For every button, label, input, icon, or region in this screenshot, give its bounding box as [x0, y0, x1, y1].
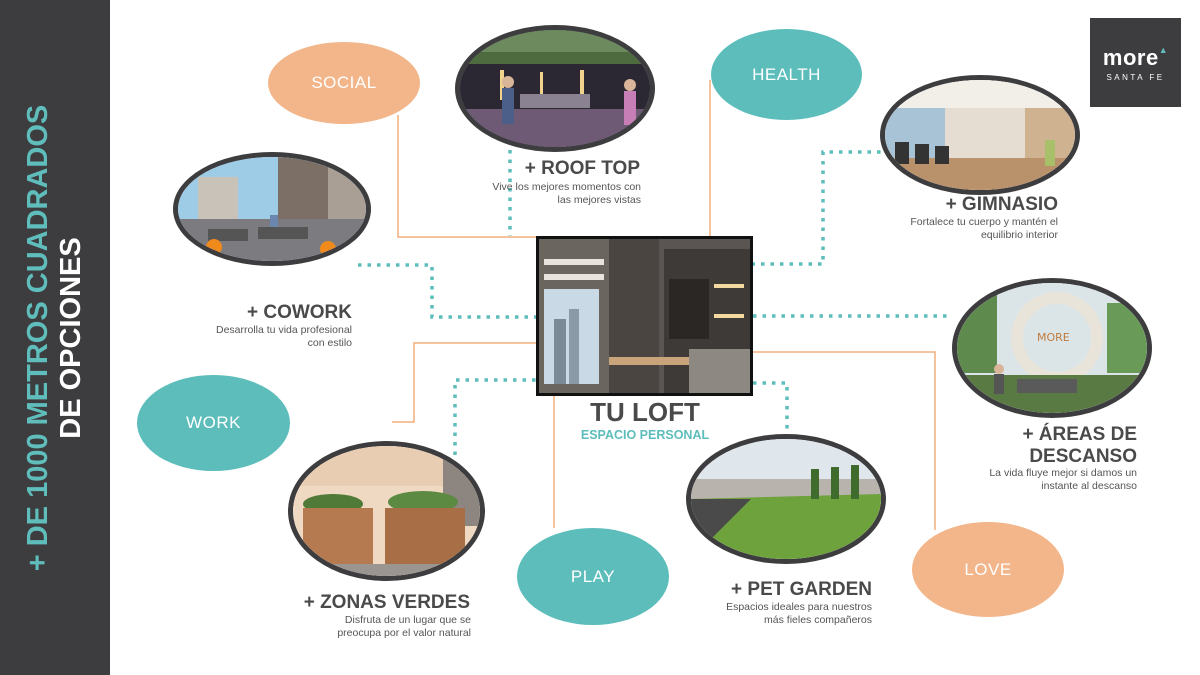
pet-garden-title: + PET GARDEN	[731, 579, 872, 600]
logo-subtitle: SANTA FE	[1106, 73, 1165, 82]
zonas-verdes-photo	[288, 441, 485, 581]
rooftop-title: + ROOF TOP	[524, 158, 640, 179]
cowork-desc-line1: Desarrolla tu vida profesional	[216, 324, 352, 336]
cowork-photo	[173, 152, 371, 266]
gimnasio-title: + GIMNASIO	[945, 194, 1058, 215]
cowork-desc-line2: con estilo	[307, 337, 352, 349]
pill-social: SOCIAL	[268, 42, 420, 124]
pill-love: LOVE	[912, 522, 1064, 617]
descanso-desc: La vida fluye mejor si damos un instante…	[960, 467, 1137, 493]
rooftop-desc-line1: Vive los mejores momentos con	[492, 181, 641, 193]
rooftop-photo	[455, 25, 655, 152]
cowork-title: + COWORK	[246, 302, 352, 323]
gimnasio-desc-line1: Fortalece tu cuerpo y mantén el	[910, 216, 1058, 228]
pill-work: WORK	[137, 375, 290, 471]
pill-play: PLAY	[517, 528, 669, 625]
descanso-desc-line1: La vida fluye mejor si damos un	[989, 467, 1137, 479]
gimnasio-desc-line2: equilibrio interior	[980, 229, 1058, 241]
descanso-title-line2: DESCANSO	[1029, 446, 1137, 467]
gimnasio-desc: Fortalece tu cuerpo y mantén el equilibr…	[880, 216, 1058, 242]
gym-photo	[880, 75, 1080, 195]
zonas-verdes-desc-line2: preocupa por el valor natural	[337, 627, 471, 639]
logo-brand-text: more	[1102, 45, 1159, 70]
zonas-verdes-title: + ZONAS VERDES	[303, 592, 470, 613]
cowork-desc: Desarrolla tu vida profesional con estil…	[180, 324, 352, 350]
pet-garden-photo	[686, 434, 886, 564]
brand-logo: more▲ SANTA FE	[1090, 18, 1181, 107]
descanso-desc-line2: instante al descanso	[1041, 480, 1137, 492]
logo-wordmark: more▲	[1090, 45, 1181, 71]
descanso-photo: MORE	[952, 278, 1152, 418]
pet-garden-desc-line1: Espacios ideales para nuestros	[726, 601, 872, 613]
sidebar-panel: + DE 1000 METROS CUADRADOS DE OPCIONES	[0, 0, 110, 675]
zonas-verdes-desc-line1: Disfruta de un lugar que se	[344, 614, 471, 626]
photo-sign: MORE	[1037, 331, 1070, 344]
loft-subtitle: ESPACIO PERSONAL	[580, 428, 710, 442]
loft-photo	[536, 236, 753, 396]
rooftop-desc: Vive los mejores momentos con las mejore…	[460, 181, 641, 207]
zonas-verdes-desc: Disfruta de un lugar que se preocupa por…	[290, 614, 471, 640]
logo-triangle-icon: ▲	[1158, 45, 1169, 55]
descanso-title: + ÁREAS DE DESCANSO	[980, 424, 1137, 468]
rooftop-desc-line2: las mejores vistas	[557, 194, 641, 206]
descanso-title-line1: + ÁREAS DE	[1022, 424, 1137, 445]
pet-garden-desc: Espacios ideales para nuestros más fiele…	[690, 601, 872, 627]
loft-title: TU LOFT	[590, 397, 700, 427]
pet-garden-desc-line2: más fieles compañeros	[764, 614, 872, 626]
pill-health: HEALTH	[711, 29, 862, 120]
